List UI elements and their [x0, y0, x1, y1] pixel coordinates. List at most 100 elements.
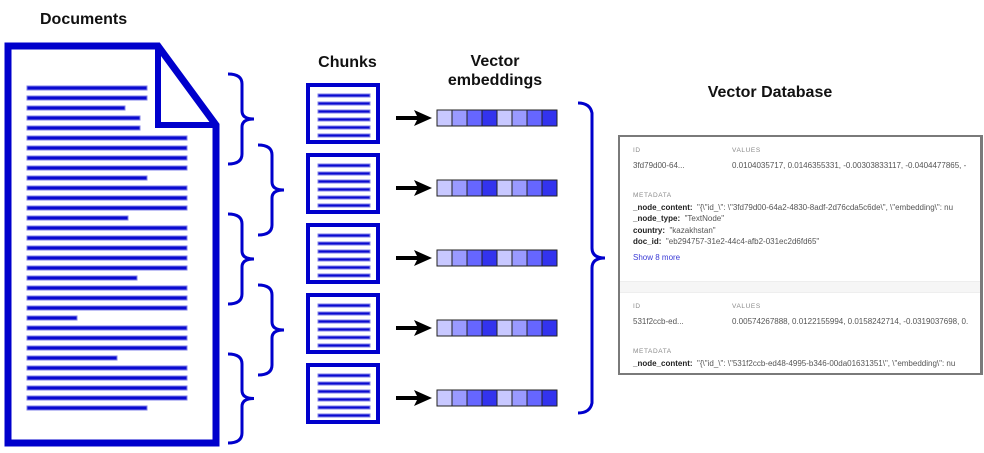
metadata-value: "{\"id_\": \"531f2ccb-ed48-4995-b346-00d…: [697, 359, 956, 368]
chunk-text-line: [317, 163, 371, 168]
metadata-header: METADATA: [633, 192, 672, 199]
document-text-line: [26, 215, 129, 221]
document-outline: [4, 42, 220, 447]
document-text-line: [26, 285, 188, 291]
document-text-line: [26, 85, 148, 91]
document-text-line: [26, 355, 118, 361]
vector-database-panel: ID VALUES 3fd79d00-64... 0.0104035717, 0…: [618, 135, 983, 375]
chunk-text-line: [317, 343, 371, 348]
arrow-icon: [396, 180, 432, 196]
document-text-line: [26, 175, 148, 181]
arrow-icon: [396, 390, 432, 406]
chunk-text-line: [317, 405, 371, 410]
show-more-link[interactable]: Show 8 more: [633, 253, 681, 262]
metadata-key: country:: [633, 226, 665, 235]
db-record[interactable]: ID VALUES 3fd79d00-64... 0.0104035717, 0…: [620, 137, 980, 265]
db-record[interactable]: ID VALUES 531f2ccb-ed... 0.00574267888, …: [620, 293, 980, 373]
arrow-head: [414, 250, 432, 266]
embedding-cell: [451, 389, 468, 407]
embedding-cell: [451, 179, 468, 197]
chunk-text-line: [317, 397, 371, 402]
document-text-line: [26, 185, 188, 191]
embedding-cell: [526, 109, 543, 127]
embedding-cell: [436, 389, 453, 407]
metadata-row: country: "kazakhstan": [633, 226, 716, 235]
metadata-header: METADATA: [633, 348, 672, 355]
document-text-line: [26, 255, 188, 261]
arrow-icon: [396, 320, 432, 336]
arrow-icon: [396, 250, 432, 266]
vector-embedding: [436, 389, 558, 407]
embedding-cell: [541, 389, 558, 407]
embeddings-title-line2: embeddings: [447, 72, 543, 89]
document-text-line: [26, 325, 188, 331]
embedding-cell: [466, 319, 483, 337]
document-text-line: [26, 385, 188, 391]
embedding-cell: [511, 319, 528, 337]
document-text-line: [26, 315, 78, 321]
document-text-line: [26, 375, 188, 381]
embedding-cell: [466, 249, 483, 267]
document-text-line: [26, 205, 188, 211]
chunk-text-line: [317, 381, 371, 386]
document-text-line: [26, 155, 188, 161]
record-id: 3fd79d00-64...: [633, 161, 685, 170]
metadata-key: _node_content:: [633, 359, 693, 368]
chunk-icon: [306, 223, 380, 284]
chunk-brace: [227, 212, 255, 306]
document-text-line: [26, 235, 188, 241]
embedding-cell: [526, 249, 543, 267]
embedding-cell: [436, 109, 453, 127]
document-text-line: [26, 395, 188, 401]
chunk-icon: [306, 83, 380, 144]
metadata-row: _node_content: "{\"id_\": \"3fd79d00-64a…: [633, 203, 953, 212]
document-text-line: [26, 245, 188, 251]
chunk-text-line: [317, 311, 371, 316]
vector-embedding: [436, 109, 558, 127]
embedding-cell: [541, 319, 558, 337]
embedding-arrows: [396, 110, 432, 406]
vector-embedding: [436, 249, 558, 267]
chunk-icon: [306, 363, 380, 424]
document-icon: [4, 42, 220, 447]
metadata-key: _node_content:: [633, 203, 693, 212]
embedding-cell: [451, 109, 468, 127]
arrow-head: [414, 390, 432, 406]
document-text-line: [26, 115, 141, 121]
embedding-cell: [481, 389, 498, 407]
embedding-cell: [511, 179, 528, 197]
database-brace: [577, 101, 606, 415]
embedding-cell: [436, 179, 453, 197]
embedding-cell: [481, 109, 498, 127]
chunk-text-line: [317, 241, 371, 246]
chunk-text-line: [317, 171, 371, 176]
chunk-text-line: [317, 327, 371, 332]
values-header: VALUES: [732, 303, 761, 310]
metadata-value: "{\"id_\": \"3fd79d00-64a2-4830-8adf-2d7…: [697, 203, 954, 212]
embedding-cell: [511, 389, 528, 407]
arrow-head: [414, 110, 432, 126]
chunk-icon: [306, 293, 380, 354]
record-values: 0.0104035717, 0.0146355331, -0.003038331…: [732, 161, 967, 170]
document-text-line: [26, 335, 188, 341]
document-text-line: [26, 165, 188, 171]
embedding-cell: [496, 179, 513, 197]
chunk-text-line: [317, 303, 371, 308]
arrow-icon: [396, 110, 432, 126]
document-text-lines: [26, 85, 188, 411]
chunk-brace-overlap: [257, 283, 285, 377]
chunk-icon: [306, 153, 380, 214]
metadata-value: "eb294757-31e2-44c4-afb2-031ec2d6fd65": [665, 237, 820, 246]
embedding-cell: [451, 319, 468, 337]
chunk-text-line: [317, 117, 371, 122]
document-text-line: [26, 145, 188, 151]
embedding-cell: [496, 109, 513, 127]
embedding-cell: [496, 389, 513, 407]
record-separator: [620, 281, 980, 293]
embedding-cell: [466, 389, 483, 407]
chunk-text-line: [317, 249, 371, 254]
document-text-line: [26, 105, 126, 111]
chunk-text-line: [317, 179, 371, 184]
values-header: VALUES: [732, 147, 761, 154]
